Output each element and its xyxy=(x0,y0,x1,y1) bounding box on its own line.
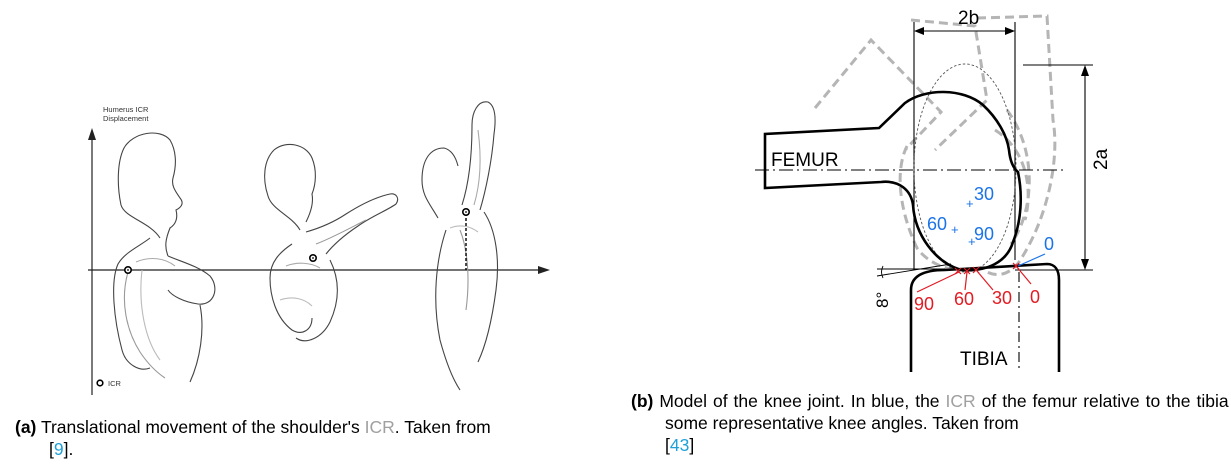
caption-b-acronym[interactable]: ICR xyxy=(946,391,976,411)
x-axis-arrow xyxy=(538,266,550,274)
blue-icr-points: + 30 + 60 + 90 0 xyxy=(927,184,1054,254)
figure-a: Humerus ICR Displacement xyxy=(0,0,615,465)
caption-b: (b) Model of the knee joint. In blue, th… xyxy=(631,390,1231,456)
y-axis-label-line1: Humerus ICR xyxy=(103,105,149,114)
shoulder-illustration: Humerus ICR Displacement xyxy=(0,0,615,400)
caption-a-tag: (a) xyxy=(15,417,36,437)
red-angle-30: 30 xyxy=(992,288,1012,308)
caption-a-text-after: . Taken from xyxy=(395,417,491,437)
blue-angle-0: 0 xyxy=(1044,234,1054,254)
red-angle-0: 0 xyxy=(1030,287,1040,307)
dim-width-label: 2b xyxy=(958,8,979,29)
figure-3-arm-overhead xyxy=(422,102,498,390)
legend-icr-marker xyxy=(97,380,103,386)
y-axis-label-line2: Displacement xyxy=(103,114,149,123)
red-angle-labels: 90 60 30 0 xyxy=(914,287,1040,314)
femur-label: FEMUR xyxy=(771,150,839,171)
caption-b-cite-close: ] xyxy=(689,435,694,455)
figure-1-arm-down xyxy=(114,133,215,382)
rotated-femur-outlines xyxy=(815,16,1055,275)
angle-label: 8° xyxy=(873,292,892,308)
caption-a: (a) Translational movement of the should… xyxy=(15,416,639,460)
caption-b-tag: (b) xyxy=(631,391,653,411)
caption-b-text: Model of the knee joint. In blue, the xyxy=(659,391,939,411)
dim-height-label: 2a xyxy=(1091,148,1112,170)
figure-2-arm-horizontal xyxy=(265,144,398,340)
tibia-label: TIBIA xyxy=(960,349,1008,370)
red-contact-points xyxy=(917,263,1031,292)
caption-a-cite-close: ]. xyxy=(64,439,74,459)
red-angle-90: 90 xyxy=(914,294,934,314)
y-axis-arrow xyxy=(88,128,96,140)
blue-angle-30: 30 xyxy=(974,184,994,204)
caption-a-acronym[interactable]: ICR xyxy=(365,417,395,437)
legend-icr-label: ICR xyxy=(108,379,122,388)
blue-angle-90: 90 xyxy=(974,224,994,244)
caption-b-ref-link[interactable]: 43 xyxy=(670,435,689,455)
red-angle-60: 60 xyxy=(954,289,974,309)
blue-angle-60: 60 xyxy=(927,214,947,234)
blue-plus-60: + xyxy=(951,222,959,237)
caption-a-ref-link[interactable]: 9 xyxy=(54,439,64,459)
caption-a-text: Translational movement of the shoulder's xyxy=(41,417,360,437)
figure-b: 2b 2a FEMUR TIBIA 8° + 30 + xyxy=(615,0,1231,465)
blue-plus-30: + xyxy=(966,196,974,211)
knee-model-diagram: 2b 2a FEMUR TIBIA 8° + 30 + xyxy=(615,0,1231,380)
